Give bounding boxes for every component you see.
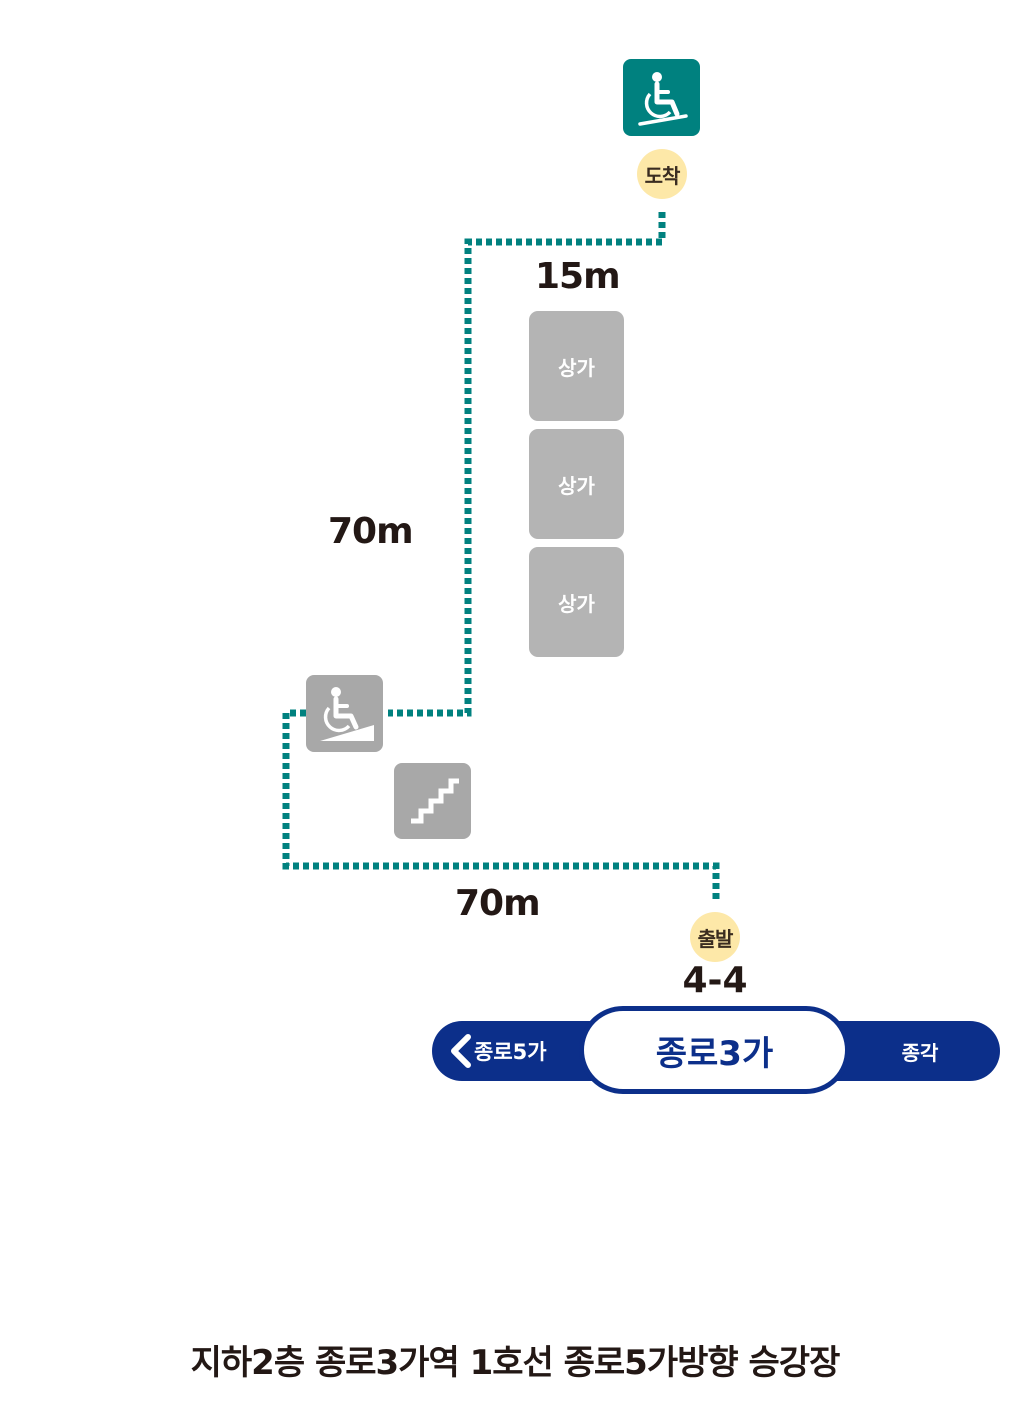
departure-marker: 출발	[690, 912, 740, 962]
next-station: 종각	[901, 1040, 939, 1065]
shop-block-2: 상가	[529, 429, 624, 539]
prev-station: 종로5가	[448, 1021, 547, 1081]
chevron-left-icon	[451, 1034, 471, 1068]
distance-label-vertical: 70m	[328, 511, 414, 552]
shop-block-3: 상가	[529, 547, 624, 657]
distance-label-bottom: 70m	[455, 883, 541, 924]
prev-station-label: 종로5가	[474, 1040, 547, 1064]
platform-code: 4-4	[682, 960, 748, 1001]
arrival-marker: 도착	[637, 149, 687, 199]
wheelchair-lift-icon	[306, 675, 383, 752]
stairs-icon	[394, 763, 471, 839]
current-station: 종로3가	[579, 1006, 850, 1094]
shop-block-1: 상가	[529, 311, 624, 421]
wheelchair-lift-icon	[623, 59, 700, 136]
distance-label-top: 15m	[535, 256, 621, 297]
page-title: 지하2층 종로3가역 1호선 종로5가방향 승강장	[190, 1343, 841, 1383]
